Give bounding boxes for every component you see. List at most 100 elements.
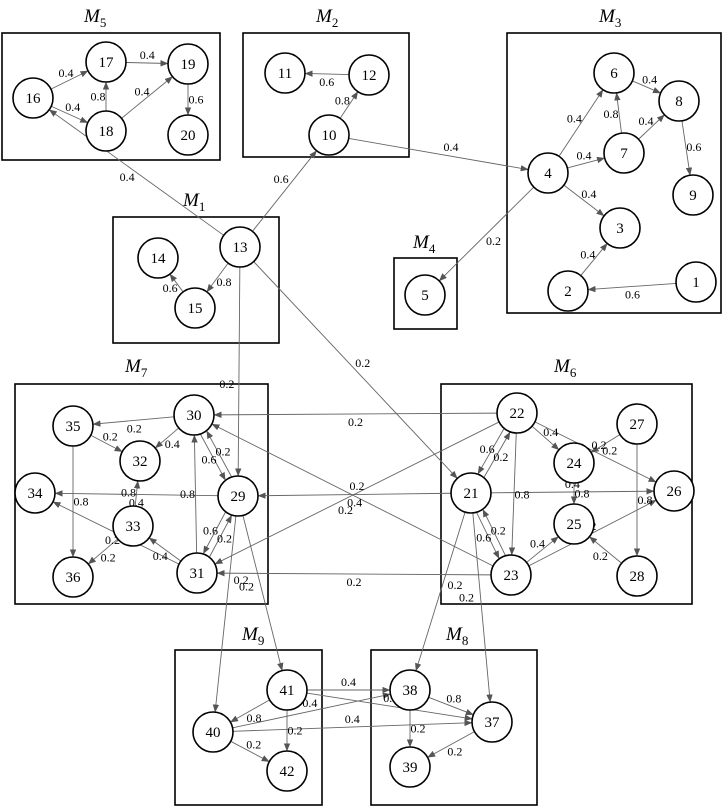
edge-16-18 — [51, 105, 89, 124]
node-24: 24 — [553, 442, 595, 484]
module-box-m2: M2 — [242, 6, 410, 158]
node-11: 11 — [264, 52, 306, 94]
node-label-42: 42 — [280, 764, 295, 780]
node-22: 22 — [496, 392, 538, 434]
node-34: 34 — [14, 472, 56, 514]
edge-weight-15-14: 0.6 — [163, 281, 178, 295]
node-40: 40 — [192, 711, 234, 753]
node-label-16: 16 — [26, 91, 42, 107]
edge-35-32 — [90, 434, 123, 453]
node-12: 12 — [348, 54, 390, 96]
edge-weight-4-5: 0.2 — [486, 234, 501, 248]
edge-10-4 — [348, 137, 529, 172]
node-label-5: 5 — [421, 288, 429, 304]
node-label-6: 6 — [610, 66, 618, 82]
edge-29-41 — [242, 515, 284, 671]
module-label-m2: M2 — [315, 6, 338, 30]
node-23: 23 — [490, 554, 532, 596]
edge-weight-29-30: 0.6 — [201, 452, 216, 466]
edge-weight-23-30: 0.2 — [350, 479, 365, 493]
node-label-32: 32 — [133, 454, 148, 470]
node-19: 19 — [167, 43, 209, 85]
node-37: 37 — [471, 701, 513, 743]
edge-weight-21-37: 0.2 — [459, 590, 474, 604]
edge-weight-7-6: 0.8 — [604, 107, 619, 121]
node-36: 36 — [52, 556, 94, 598]
edge-40-37 — [232, 719, 473, 732]
edge-weight-6-8: 0.4 — [642, 73, 657, 87]
edge-weight-4-6: 0.4 — [567, 112, 582, 126]
edge-weight-22-23: 0.8 — [514, 487, 529, 501]
edge-weight-24-25: 0.8 — [575, 487, 590, 501]
edge-weight-10-4: 0.4 — [443, 140, 458, 154]
edge-41-37 — [306, 692, 473, 721]
edge-12-11 — [304, 70, 350, 77]
node-7: 7 — [603, 132, 645, 174]
edge-4-6 — [558, 89, 604, 157]
node-25: 25 — [553, 503, 595, 545]
module-box-m4: M4 — [393, 232, 458, 330]
edge-weight-12-11: 0.6 — [319, 75, 334, 89]
edge-7-6 — [614, 92, 622, 134]
edge-22-31 — [214, 421, 500, 565]
node-6: 6 — [593, 52, 635, 94]
module-label-m6: M6 — [553, 356, 577, 380]
node-label-31: 31 — [190, 566, 205, 582]
node-label-29: 29 — [231, 489, 246, 505]
edge-weight-16-17: 0.4 — [58, 66, 73, 80]
node-18: 18 — [85, 110, 127, 152]
edge-31-29 — [209, 514, 233, 558]
edge-13-21 — [253, 261, 458, 479]
node-label-17: 17 — [99, 55, 115, 71]
node-label-21: 21 — [464, 486, 479, 502]
node-label-24: 24 — [567, 456, 583, 472]
edge-weight-23-31: 0.2 — [346, 575, 361, 589]
node-15: 15 — [174, 287, 216, 329]
edge-weight-30-29: 0.2 — [216, 445, 231, 459]
node-label-37: 37 — [485, 715, 501, 731]
edge-weight-16-18: 0.4 — [65, 100, 80, 114]
node-label-30: 30 — [187, 408, 202, 424]
edge-22-30 — [213, 411, 498, 419]
edge-38-37 — [428, 696, 474, 716]
edge-weight-29-31: 0.2 — [217, 531, 232, 545]
module-label-m7: M7 — [124, 356, 148, 380]
edge-weight-40-42: 0.2 — [246, 737, 261, 751]
edge-4-3 — [563, 184, 605, 217]
edge-29-40 — [212, 515, 237, 713]
node-label-8: 8 — [675, 94, 683, 110]
edge-weight-35-32: 0.2 — [103, 429, 118, 443]
edge-21-26 — [490, 488, 655, 495]
node-label-23: 23 — [504, 568, 519, 584]
edge-weight-23-25: 0.4 — [530, 536, 545, 550]
node-1: 1 — [675, 261, 717, 303]
node-label-18: 18 — [99, 124, 114, 140]
node-13: 13 — [219, 226, 261, 268]
edge-weight-22-24: 0.4 — [543, 425, 558, 439]
edge-weight-22-26: 0.2 — [592, 438, 607, 452]
node-label-40: 40 — [206, 725, 221, 741]
node-label-25: 25 — [567, 517, 582, 533]
edge-weight-41-40: 0.8 — [246, 711, 261, 725]
edge-4-7 — [567, 156, 606, 169]
edge-weight-35-36: 0.8 — [74, 495, 89, 509]
edge-weight-33-32: 0.8 — [121, 486, 136, 500]
edge-27-24 — [590, 434, 621, 453]
node-label-35: 35 — [66, 419, 81, 435]
edge-weight-38-39: 0.2 — [411, 722, 426, 736]
edge-13-16 — [48, 109, 225, 236]
edge-23-25 — [526, 536, 559, 563]
node-label-22: 22 — [510, 406, 525, 422]
edge-weight-4-7: 0.4 — [576, 148, 591, 162]
module-label-m5: M5 — [83, 6, 106, 30]
node-label-20: 20 — [181, 128, 196, 144]
node-5: 5 — [404, 274, 446, 316]
edge-weight-38-37: 0.8 — [446, 692, 461, 706]
edge-weight-33-36: 0.2 — [101, 551, 116, 565]
edge-1-2 — [587, 282, 677, 293]
node-label-1: 1 — [692, 275, 700, 291]
edge-29-30 — [206, 430, 232, 477]
node-label-3: 3 — [616, 221, 624, 237]
edge-weight-31-29: 0.6 — [203, 524, 218, 538]
edge-weight-21-29: 0.4 — [347, 495, 362, 509]
